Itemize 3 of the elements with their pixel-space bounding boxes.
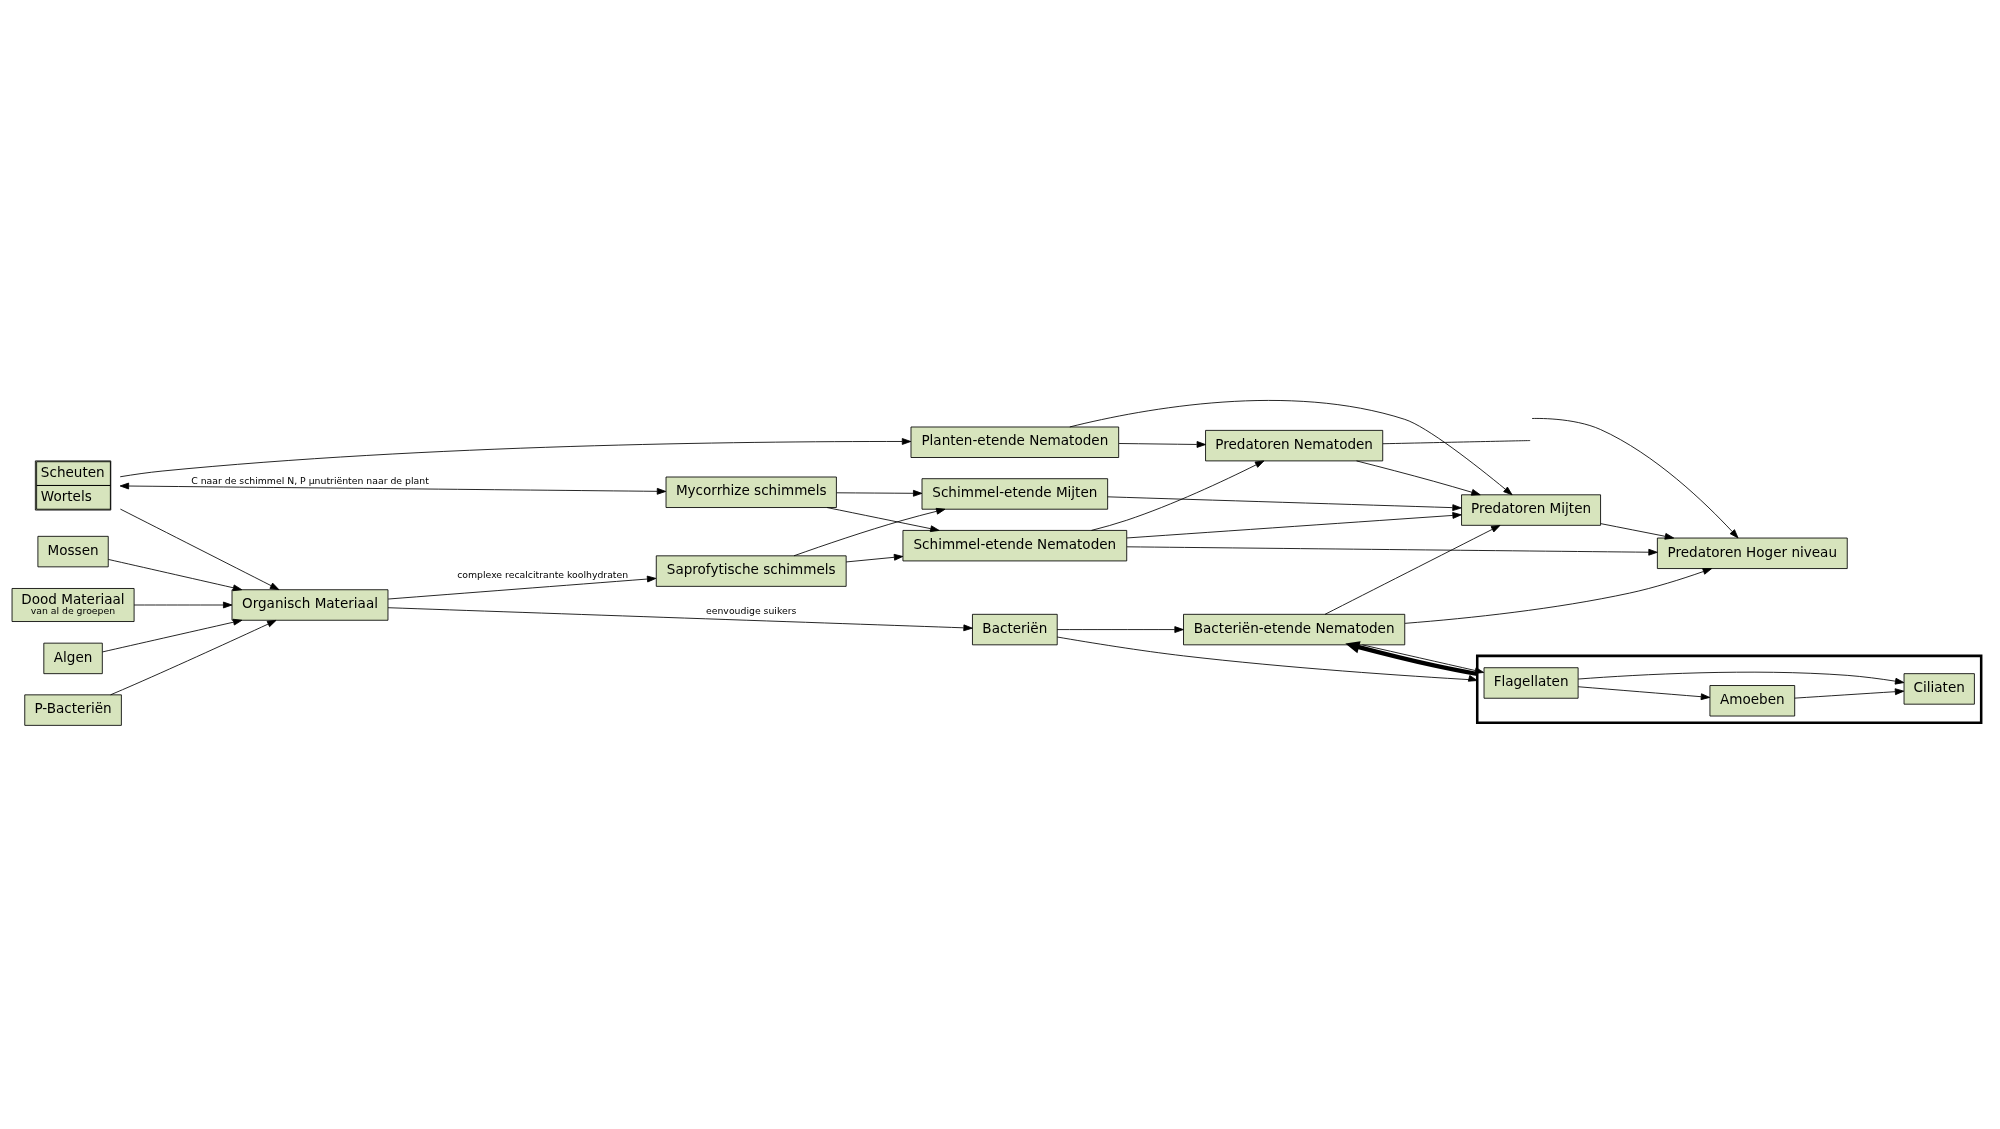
edge-label: complexe recalcitrante koolhydraten	[457, 568, 629, 580]
edge-label: C naar de schimmel N, P µnutriënten naar de plant	[191, 474, 429, 486]
edge-label: eenvoudige suikers	[706, 604, 797, 616]
